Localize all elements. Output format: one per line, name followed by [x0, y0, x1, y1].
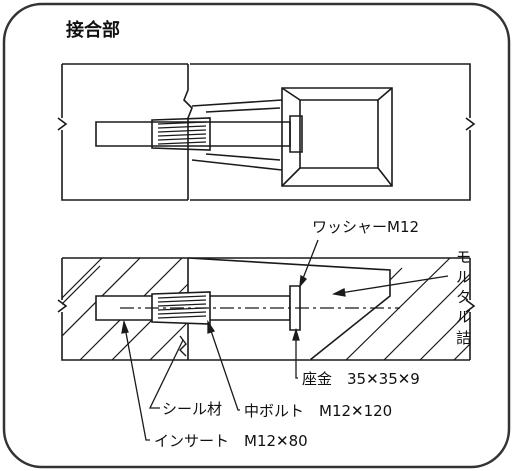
label-seal: シール材	[162, 400, 222, 418]
diagram-title: 接合部	[66, 19, 120, 41]
label-washer: ワッシャーM12	[312, 218, 419, 236]
svg-text:タ: タ	[456, 288, 471, 306]
svg-text:詰: 詰	[456, 329, 471, 347]
top-view	[57, 63, 476, 201]
svg-text:モ: モ	[456, 248, 471, 266]
label-seat-washer: 座金 35✕35✕9	[302, 370, 420, 388]
section-view	[57, 257, 476, 361]
label-insert: インサート M12✕80	[154, 432, 308, 450]
svg-text:ル: ル	[456, 268, 471, 286]
label-mortar: モ ル タ ル 詰	[456, 248, 471, 347]
label-bolt: 中ボルト M12✕120	[244, 402, 392, 420]
svg-text:ル: ル	[456, 308, 471, 326]
leader-lines	[121, 239, 449, 441]
